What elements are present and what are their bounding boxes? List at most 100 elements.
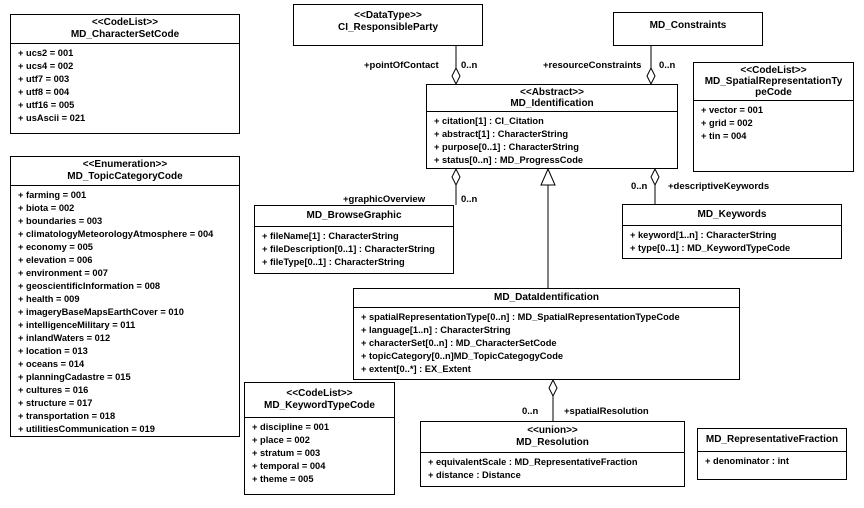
attribute-list: + farming = 001 + biota = 002 + boundari… (11, 186, 239, 438)
class-header: <<DataType>> CI_ResponsibleParty (294, 5, 482, 36)
md-topiccategorycode-class: <<Enumeration>> MD_TopicCategoryCode + f… (10, 156, 240, 437)
md-keywords-class: MD_Keywords + keyword[1..n] : CharacterS… (622, 204, 842, 259)
role-label: +pointOfContact (364, 60, 439, 71)
class-name: peCode (755, 87, 792, 98)
attribute: + utf7 = 003 (18, 74, 70, 84)
attribute-list: + vector = 001 + grid = 002 + tin = 004 (694, 101, 853, 145)
md-browsegraphic-class: MD_BrowseGraphic + fileName[1] : Charact… (254, 205, 454, 274)
attribute: + topicCategory[0..n]MD_TopicCategogyCod… (361, 351, 564, 361)
attribute-list: + ucs2 = 001 + ucs4 = 002 + utf7 = 003 +… (11, 44, 239, 127)
md-dataidentification-class: MD_DataIdentification + spatialRepresent… (353, 288, 740, 380)
multiplicity-label: 0..n (461, 60, 478, 71)
attribute: + utf16 = 005 (18, 100, 75, 110)
md-resolution-class: <<union>> MD_Resolution + equivalentScal… (420, 421, 685, 487)
attribute: + purpose[0..1] : CharacterString (434, 142, 579, 152)
attribute-list: + citation[1] : CI_Citation + abstract[1… (427, 112, 677, 169)
attribute: + health = 009 (18, 294, 80, 304)
multiplicity-label: 0..n (659, 60, 676, 71)
ci-responsibleparty-class: <<DataType>> CI_ResponsibleParty (293, 4, 483, 46)
attribute: + vector = 001 (701, 105, 764, 115)
attribute: + boundaries = 003 (18, 216, 103, 226)
class-name: MD_CharacterSetCode (70, 29, 180, 40)
md-keywordtypecode-class: <<CodeList>> MD_KeywordTypeCode + discip… (244, 382, 395, 495)
class-header: MD_RepresentativeFraction (698, 429, 846, 452)
aggregation-diamond (646, 66, 656, 86)
class-header: MD_Keywords (623, 205, 841, 226)
attribute: + location = 013 (18, 346, 88, 356)
md-constraints-class: MD_Constraints (613, 12, 763, 46)
attribute: + temporal = 004 (252, 461, 326, 471)
aggregation-diamond (451, 167, 461, 187)
attribute-list: + equivalentScale : MD_RepresentativeFra… (421, 453, 684, 484)
attribute: + structure = 017 (18, 398, 93, 408)
attribute: + geoscientificInformation = 008 (18, 281, 161, 291)
attribute: + utilitiesCommunication = 019 (18, 424, 155, 434)
role-label: +graphicOverview (343, 194, 426, 205)
attribute: + climatologyMeteorologyAtmosphere = 004 (18, 229, 214, 239)
attribute: + language[1..n] : CharacterString (361, 325, 511, 335)
attribute: + economy = 005 (18, 242, 93, 252)
multiplicity-label: 0..n (631, 181, 648, 192)
attribute: + fileType[0..1] : CharacterString (262, 257, 405, 267)
class-name: MD_Keywords (697, 209, 767, 220)
attribute: + type[0..1] : MD_KeywordTypeCode (630, 243, 791, 253)
attribute: + oceans = 014 (18, 359, 85, 369)
attribute: + keyword[1..n] : CharacterString (630, 230, 777, 240)
attribute: + fileDescription[0..1] : CharacterStrin… (262, 244, 435, 254)
class-name: MD_DataIdentification (493, 292, 599, 303)
attribute: + imageryBaseMapsEarthCover = 010 (18, 307, 184, 317)
stereotype-label: <<CodeList>> (286, 388, 353, 399)
attribute: + status[0..n] : MD_ProgressCode (434, 155, 584, 165)
class-header: <<CodeList>> MD_CharacterSetCode (11, 15, 239, 44)
attribute: + usAscii = 021 (18, 113, 86, 123)
class-name: MD_RepresentativeFraction (705, 434, 839, 445)
attribute: + distance : Distance (428, 470, 521, 480)
multiplicity-label: 0..n (461, 194, 478, 205)
stereotype-label: <<union>> (527, 425, 578, 436)
multiplicity-label: 0..n (522, 406, 539, 417)
attribute: + citation[1] : CI_Citation (434, 116, 544, 126)
md-spatialrepresentationtypecode-class: <<CodeList>> MD_SpatialRepresentationTy … (693, 62, 854, 172)
generalization-arrow (540, 167, 556, 186)
class-header: <<CodeList>> MD_KeywordTypeCode (245, 383, 394, 418)
attribute: + denominator : int (705, 456, 789, 466)
attribute: + theme = 005 (252, 474, 314, 484)
aggregation-diamond (650, 167, 660, 187)
md-representativefraction-class: MD_RepresentativeFraction + denominator … (697, 428, 847, 480)
class-header: <<Abstract>> MD_Identification (427, 85, 677, 112)
attribute: + cultures = 016 (18, 385, 89, 395)
class-name: CI_ResponsibleParty (337, 22, 439, 33)
attribute: + biota = 002 (18, 203, 75, 213)
class-name: MD_Resolution (516, 437, 589, 448)
attribute-list: + fileName[1] : CharacterString + fileDe… (255, 227, 453, 271)
stereotype-label: <<CodeList>> (740, 65, 807, 76)
class-name: MD_Constraints (649, 20, 727, 31)
attribute: + farming = 001 (18, 190, 87, 200)
class-header: MD_Constraints (614, 13, 762, 34)
md-charactersetcode-class: <<CodeList>> MD_CharacterSetCode + ucs2 … (10, 14, 240, 134)
aggregation-diamond (548, 378, 558, 398)
role-label: +spatialResolution (564, 406, 649, 417)
stereotype-label: <<Abstract>> (520, 87, 584, 98)
attribute: + transportation = 018 (18, 411, 116, 421)
class-header: MD_DataIdentification (354, 289, 739, 308)
attribute: + extent[0..*] : EX_Extent (361, 364, 471, 374)
role-label: +resourceConstraints (543, 60, 642, 71)
stereotype-label: <<CodeList>> (91, 17, 159, 28)
attribute: + characterSet[0..n] : MD_CharacterSetCo… (361, 338, 557, 348)
role-label: +descriptiveKeywords (668, 181, 770, 192)
attribute-list: + discipline = 001 + place = 002 + strat… (245, 418, 394, 488)
attribute: + utf8 = 004 (18, 87, 70, 97)
attribute-list: + keyword[1..n] : CharacterString + type… (623, 226, 841, 257)
class-header: <<Enumeration>> MD_TopicCategoryCode (11, 157, 239, 186)
class-name: MD_Identification (510, 98, 594, 109)
class-name: MD_TopicCategoryCode (67, 171, 183, 182)
attribute-list: + spatialRepresentationType[0..n] : MD_S… (354, 308, 739, 378)
attribute-list: + denominator : int (698, 452, 846, 470)
attribute: + grid = 002 (701, 118, 753, 128)
class-name: MD_SpatialRepresentationTy (704, 76, 843, 87)
class-name: MD_KeywordTypeCode (264, 400, 375, 411)
attribute: + fileName[1] : CharacterString (262, 231, 399, 241)
class-header: MD_BrowseGraphic (255, 206, 453, 227)
